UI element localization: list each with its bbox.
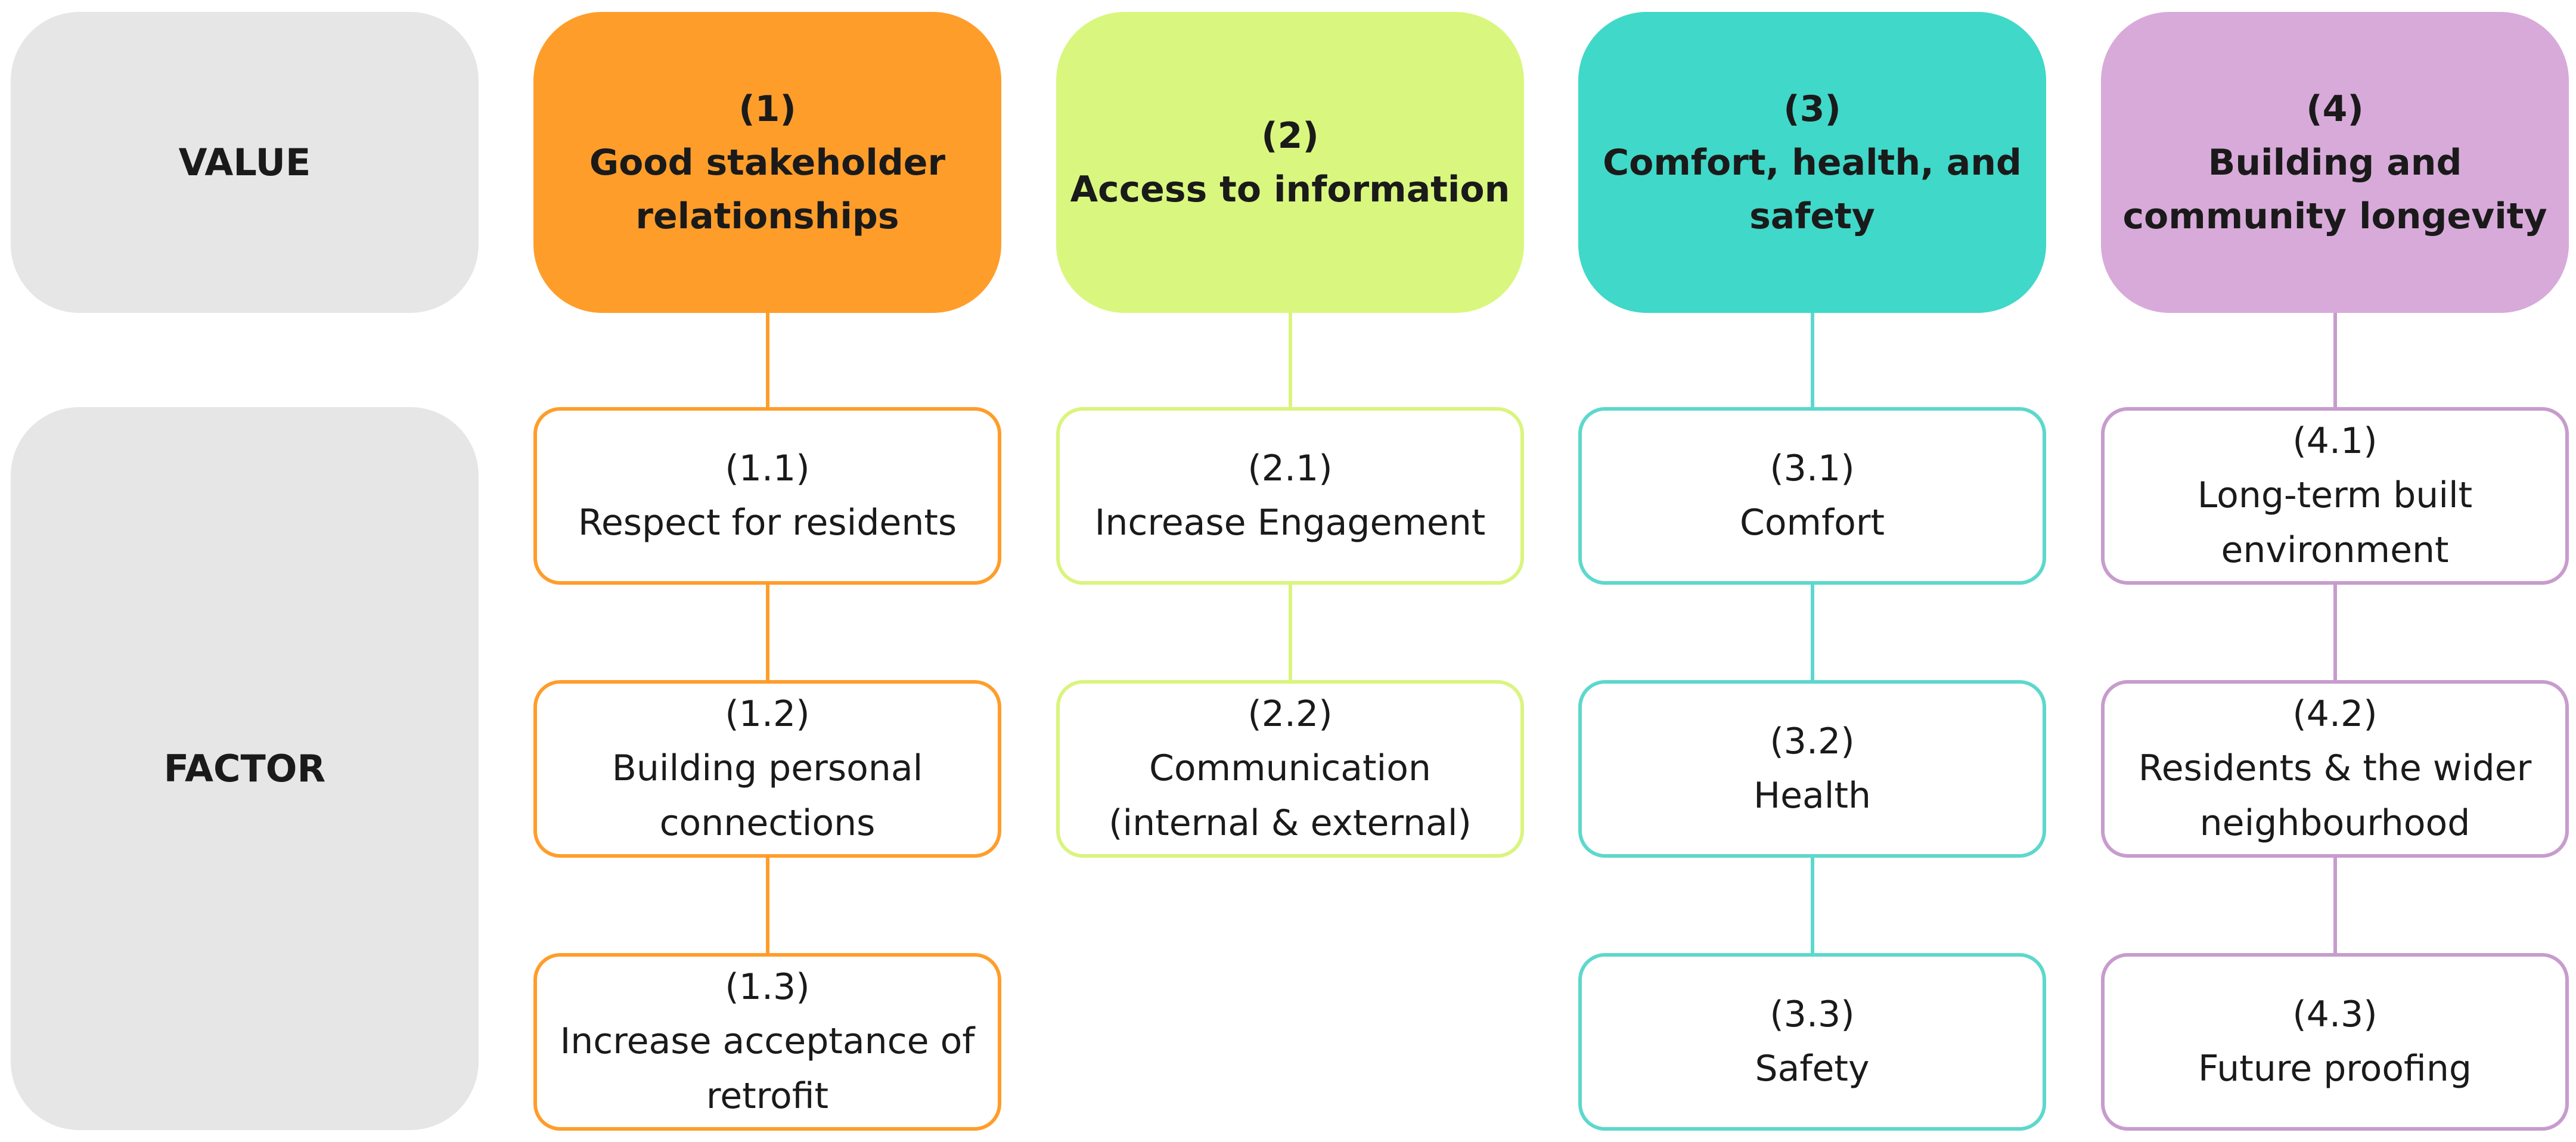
value-row-label: VALUE [11, 12, 479, 313]
factor-box-4-3: (4.3) Future proofing [2101, 953, 2569, 1131]
value-box-text: (2) Access to information [1070, 114, 1510, 210]
connector-line [1810, 858, 1814, 953]
factor-box-text: (1.2) Building personal connections [612, 693, 923, 844]
factor-box-text: (1.1) Respect for residents [578, 447, 957, 544]
factor-box-4-1: (4.1) Long-term built environment [2101, 407, 2569, 585]
factor-box-1-2: (1.2) Building personal connections [533, 680, 1001, 858]
factor-box-2-2: (2.2) Communication (internal & external… [1056, 680, 1524, 858]
factor-box-text: (2.2) Communication (internal & external… [1109, 693, 1472, 844]
factor-box-text: (4.1) Long-term built environment [2197, 420, 2473, 571]
factor-box-text: (3.3) Safety [1755, 993, 1870, 1090]
connector-line [1810, 313, 1814, 407]
factor-box-1-3: (1.3) Increase acceptance of retrofit [533, 953, 1001, 1131]
value-label-text: VALUE [178, 141, 311, 184]
value-box-2: (2) Access to information [1056, 12, 1524, 313]
value-box-3: (3) Comfort, health, and safety [1578, 12, 2046, 313]
factor-box-text: (1.3) Increase acceptance of retrofit [560, 966, 975, 1117]
factor-box-1-1: (1.1) Respect for residents [533, 407, 1001, 585]
factor-box-text: (4.2) Residents & the wider neighbourhoo… [2138, 693, 2532, 844]
factor-box-text: (3.2) Health [1753, 720, 1872, 817]
factor-label-text: FACTOR [163, 747, 326, 790]
connector-line [1288, 585, 1292, 680]
connector-line [765, 313, 769, 407]
connector-line [2333, 858, 2337, 953]
factor-row-label: FACTOR [11, 407, 479, 1130]
factor-box-text: (4.3) Future proofing [2198, 993, 2472, 1090]
factor-box-2-1: (2.1) Increase Engagement [1056, 407, 1524, 585]
value-box-4: (4) Building and community longevity [2101, 12, 2569, 313]
connector-line [2333, 313, 2337, 407]
factor-box-text: (3.1) Comfort [1739, 447, 1885, 544]
value-box-text: (3) Comfort, health, and safety [1603, 88, 2022, 237]
value-box-1: (1) Good stakeholder relationships [533, 12, 1001, 313]
factor-box-text: (2.1) Increase Engagement [1094, 447, 1486, 544]
connector-line [1288, 313, 1292, 407]
value-box-text: (1) Good stakeholder relationships [589, 88, 946, 237]
connector-line [2333, 585, 2337, 680]
factor-box-3-3: (3.3) Safety [1578, 953, 2046, 1131]
connector-line [1810, 585, 1814, 680]
factor-box-3-1: (3.1) Comfort [1578, 407, 2046, 585]
factor-box-4-2: (4.2) Residents & the wider neighbourhoo… [2101, 680, 2569, 858]
value-box-text: (4) Building and community longevity [2122, 88, 2547, 237]
connector-line [765, 858, 769, 953]
factor-box-3-2: (3.2) Health [1578, 680, 2046, 858]
connector-line [765, 585, 769, 680]
